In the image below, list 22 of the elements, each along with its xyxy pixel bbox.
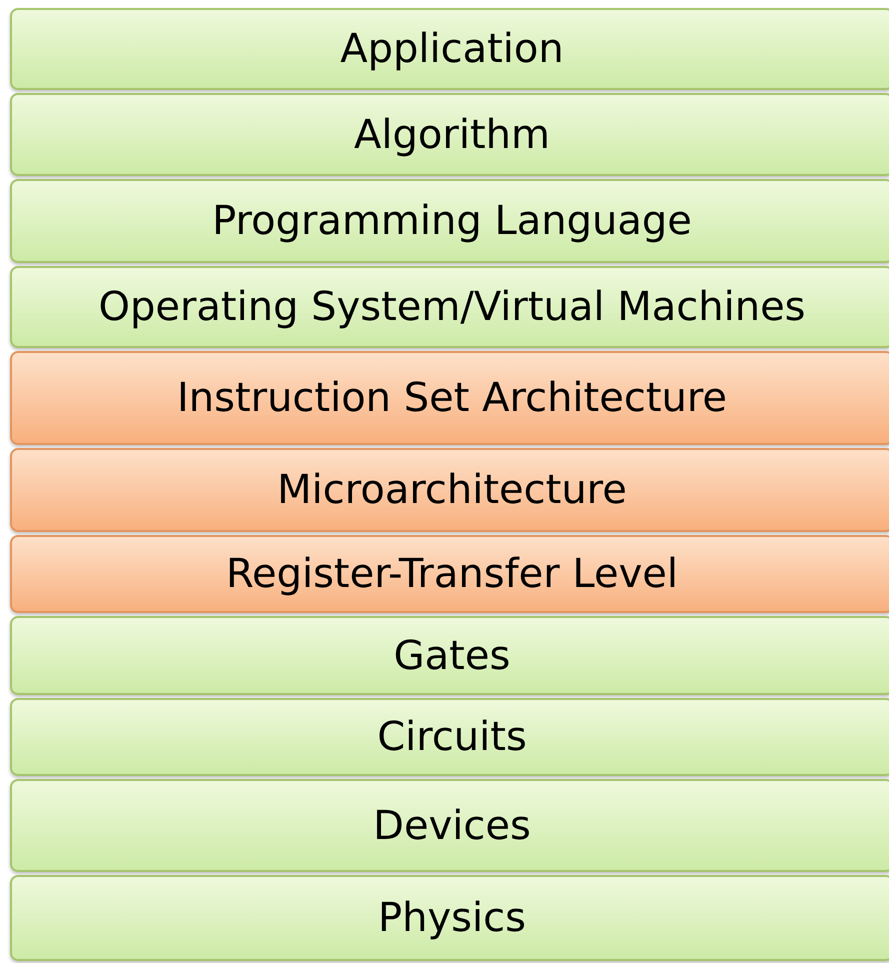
layer-label: Devices: [373, 802, 531, 848]
layer-label: Register-Transfer Level: [226, 551, 678, 597]
layer-band: [10, 179, 889, 263]
layer-band: [10, 535, 889, 613]
layer-band: [10, 616, 889, 695]
layer-label: Algorithm: [354, 112, 550, 158]
layer-band: [10, 8, 889, 90]
layer-band: [10, 266, 889, 348]
layer-band: [10, 351, 889, 445]
layer-band: [10, 779, 889, 872]
layer-label: Application: [340, 26, 564, 72]
layer-band: [10, 93, 889, 176]
layer-label: Programming Language: [212, 198, 692, 244]
layer-label: Microarchitecture: [277, 467, 627, 513]
layer-band: [10, 448, 889, 532]
layer-label: Physics: [378, 895, 526, 941]
layer-band: [10, 698, 889, 776]
layer-band: [10, 875, 889, 961]
layer-label: Operating System/Virtual Machines: [98, 284, 806, 330]
layer-label: Instruction Set Architecture: [176, 375, 728, 421]
layer-label: Circuits: [377, 714, 527, 760]
layer-label: Gates: [394, 632, 510, 678]
